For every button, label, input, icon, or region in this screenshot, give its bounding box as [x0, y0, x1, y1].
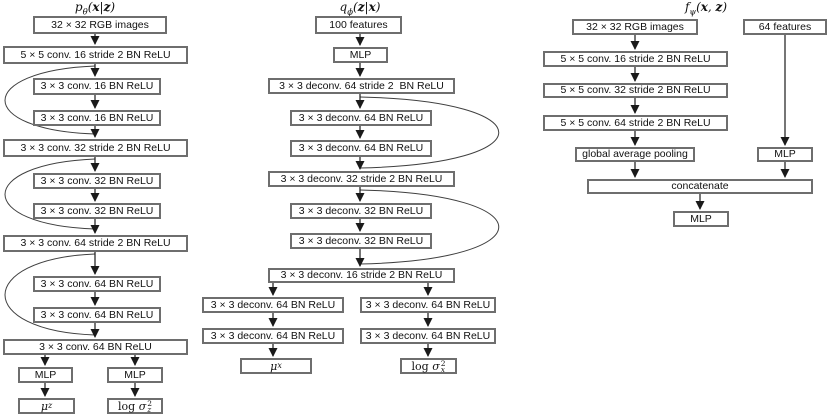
layer-box: 3 × 3 deconv. 64 BN ReLU [290, 110, 432, 126]
layer-box: 3 × 3 deconv. 32 stride 2 BN ReLU [268, 171, 455, 187]
math-func: q [339, 0, 348, 14]
layer-box: 3 × 3 conv. 16 BN ReLU [33, 110, 161, 126]
layer-box: 5 × 5 conv. 32 stride 2 BN ReLU [543, 83, 728, 98]
mlp-box: MLP [107, 367, 163, 383]
math-arg: z [103, 0, 111, 14]
math-sub: x [277, 361, 282, 370]
layer-box: 3 × 3 deconv. 64 stride 2 BN ReLU [268, 78, 455, 94]
math-sub: z [47, 401, 53, 410]
math-arg: x [92, 0, 100, 14]
math-arg: z [715, 0, 723, 14]
math-mu: μ [40, 399, 48, 413]
math-paren: ( [353, 0, 358, 14]
layer-box: 5 × 5 conv. 16 stride 2 BN ReLU [3, 46, 188, 64]
math-paren: ) [110, 0, 116, 14]
math-sep: | [364, 0, 369, 14]
layer-box: 3 × 3 conv. 32 BN ReLU [33, 173, 161, 189]
math-log: log [411, 359, 433, 373]
math-sub: x [440, 365, 445, 374]
layer-box: 3 × 3 conv. 32 stride 2 BN ReLU [3, 139, 188, 157]
layer-box: 3 × 3 deconv. 64 BN ReLU [360, 328, 496, 344]
global-average-pooling-box: global average pooling [575, 147, 695, 162]
layer-box: 3 × 3 deconv. 32 BN ReLU [290, 233, 432, 249]
math-sub: θ [82, 7, 88, 18]
math-arg: z [357, 0, 365, 14]
layer-box: 3 × 3 conv. 64 BN ReLU [3, 339, 188, 355]
layer-box: 3 × 3 conv. 64 BN ReLU [33, 307, 161, 323]
concatenate-box: concatenate [587, 179, 813, 194]
math-sub: ψ [689, 7, 697, 18]
math-sigma: σ [432, 359, 440, 373]
layer-box: 3 × 3 conv. 64 BN ReLU [33, 276, 161, 292]
math-sep: , [707, 0, 716, 14]
mlp-box: MLP [18, 367, 73, 383]
input-images-box: 32 × 32 RGB images [33, 16, 167, 34]
input-features-box: 100 features [315, 16, 402, 34]
layer-box: 5 × 5 conv. 64 stride 2 BN ReLU [543, 115, 728, 131]
layer-box: 3 × 3 deconv. 64 BN ReLU [202, 297, 344, 313]
layer-box: 3 × 3 deconv. 64 BN ReLU [290, 140, 432, 157]
math-sup: 2 [440, 359, 446, 368]
layer-box: 3 × 3 conv. 16 BN ReLU [33, 78, 161, 95]
title-f-psi: fψ(x, z) [656, 0, 756, 19]
math-func: f [684, 0, 690, 14]
math-arg: x [700, 0, 708, 14]
math-sup: 2 [147, 399, 152, 408]
math-sub: ϕ [347, 7, 354, 18]
skip-connection-arcs [4, 65, 499, 336]
math-paren: ) [375, 0, 381, 14]
mlp-box: MLP [333, 47, 388, 63]
layer-box: 3 × 3 conv. 32 BN ReLU [33, 203, 161, 219]
layer-box: 3 × 3 deconv. 64 BN ReLU [360, 297, 496, 313]
arrows [40, 33, 790, 397]
layer-box: 3 × 3 deconv. 32 BN ReLU [290, 203, 432, 219]
title-q-phi: qϕ(z|x) [310, 0, 410, 19]
math-mu: μ [270, 359, 278, 373]
math-arg: x [368, 0, 376, 14]
math-paren: ( [87, 0, 93, 14]
math-paren: ( [696, 0, 701, 14]
math-log: log [118, 399, 139, 413]
layer-box: 3 × 3 deconv. 16 stride 2 BN ReLU [268, 268, 455, 283]
math-sigma: σ [138, 399, 147, 413]
mlp-box: MLP [673, 211, 729, 227]
math-func: p [74, 0, 83, 14]
layer-box: 3 × 3 conv. 64 stride 2 BN ReLU [3, 235, 188, 252]
input-features-box: 64 features [743, 19, 827, 35]
title-p-theta: pθ(x|z) [45, 0, 145, 19]
math-paren: ) [722, 0, 728, 14]
math-sep: | [99, 0, 104, 14]
layer-box: 5 × 5 conv. 16 stride 2 BN ReLU [543, 51, 728, 67]
math-sub: z [147, 405, 152, 414]
layer-box: 3 × 3 deconv. 64 BN ReLU [202, 328, 344, 344]
mlp-box: MLP [757, 147, 813, 162]
input-images-box: 32 × 32 RGB images [572, 19, 698, 35]
